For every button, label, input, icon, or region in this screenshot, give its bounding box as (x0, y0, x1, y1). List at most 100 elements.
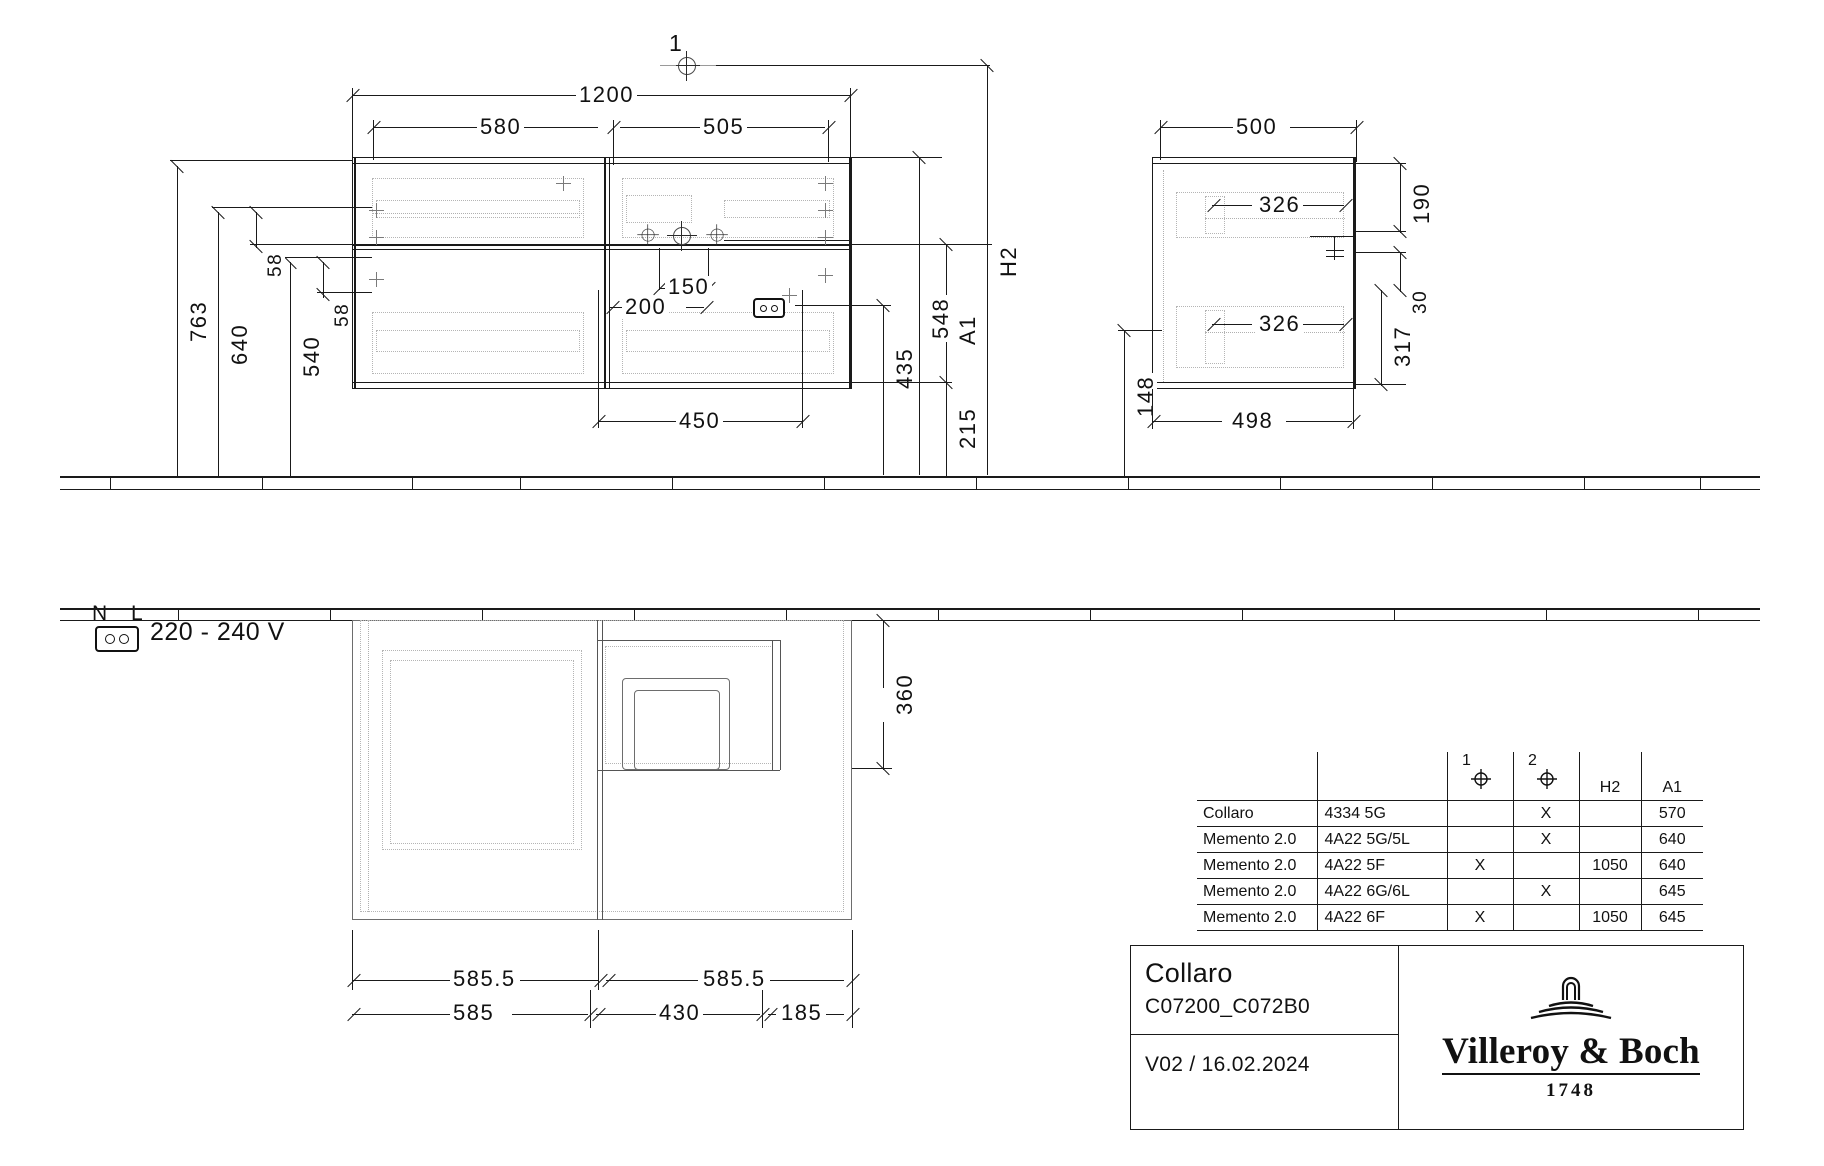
ext-line (613, 120, 614, 165)
ext-line (828, 120, 829, 162)
dim-58b-line (323, 262, 324, 298)
mark-plus (818, 176, 833, 191)
sink-bowl-inner (634, 690, 720, 770)
ext-line (352, 88, 353, 158)
dim-plan-right-585-5: 585.5 (700, 968, 769, 990)
basin-bottom-edge (597, 770, 780, 771)
cabinet-bottom-inner (352, 382, 852, 383)
hatch-tick (110, 476, 111, 489)
dim-430-line-a (596, 1014, 656, 1015)
mark-2-number: 2 (1528, 752, 1537, 769)
dim-30-line (1400, 252, 1401, 292)
mark-plus (818, 203, 833, 218)
villeroy-boch-fountain-icon (1511, 970, 1631, 1031)
callout-1-label: 1 (669, 30, 682, 56)
cell-h2 (1578, 826, 1641, 853)
cell-mark-1 (1446, 826, 1513, 853)
dim-360-line-t (883, 620, 884, 688)
hatch-tick (178, 608, 179, 620)
dim-depth-498: 498 (1229, 410, 1277, 432)
callout-1-target-icon (672, 51, 702, 81)
tap-hole-right-icon (706, 224, 728, 246)
ext-line (852, 930, 853, 990)
ext-line (598, 930, 599, 990)
cell-code: 4A22 6G/6L (1316, 878, 1447, 905)
dim-215-line (946, 382, 947, 476)
callout-arc (660, 65, 676, 66)
dim-overall-width: 1200 (576, 84, 637, 106)
mark-plus (369, 203, 384, 218)
dim-585-line-b (512, 1014, 588, 1015)
dim-58a-line (256, 212, 257, 248)
dim-5855-r-line-b (770, 980, 844, 981)
ext-line (852, 157, 942, 158)
plan-inner-dash (368, 620, 369, 912)
dim-left-segment: 580 (477, 116, 525, 138)
col-code (1316, 752, 1447, 801)
mark-plus (556, 176, 571, 191)
side-drawer-bottom (1176, 306, 1344, 368)
dim-585-line-a (352, 1014, 450, 1015)
cell-mark-1 (1446, 878, 1513, 905)
hatch-tick (1280, 476, 1281, 489)
dim-498-line-l (1152, 421, 1222, 422)
ext-line (708, 248, 709, 290)
dim-height-640: 640 (227, 320, 252, 368)
mark-2-symbol: 2 (1526, 752, 1566, 792)
drawer-ul-inner (372, 178, 584, 238)
side-bottom-inner (1152, 382, 1356, 383)
hatch-tick (412, 476, 413, 489)
tap-centerline (724, 240, 850, 241)
tap-stem (1334, 236, 1335, 260)
side-top-inner (1152, 163, 1356, 164)
dim-height-763: 763 (186, 297, 211, 345)
dim-height-190: 190 (1409, 179, 1434, 227)
ext-line (852, 768, 892, 769)
col-mark-2: 2 (1512, 752, 1579, 801)
ext-line (284, 257, 372, 258)
dim-498-line-r (1286, 421, 1352, 422)
cabinet-body-outline (352, 157, 852, 389)
mark-plus (818, 230, 833, 245)
cell-series: Memento 2.0 (1197, 852, 1317, 879)
ext-line (352, 930, 353, 990)
dim-326-bot-line-2 (1300, 324, 1344, 325)
dim-plan-left-585-5: 585.5 (450, 968, 519, 990)
ext-line (170, 160, 352, 161)
floor-line (60, 476, 1760, 478)
ext-line (762, 990, 763, 1028)
ext-line (212, 207, 372, 208)
dim-5855-r-line-a (606, 980, 698, 981)
cabinet-left-edge (354, 157, 356, 389)
dim-height-215: 215 (955, 404, 980, 452)
cell-a1: 645 (1640, 904, 1703, 931)
plan-drawer-left (382, 650, 582, 850)
cell-code: 4A22 5F (1316, 852, 1447, 879)
dim-500-line-l (1160, 127, 1240, 128)
ext-line (852, 990, 853, 1028)
ext-line (795, 305, 891, 306)
cell-mark-1 (1446, 800, 1513, 827)
dim-148-line (1124, 330, 1125, 476)
dim-540-line (290, 262, 291, 476)
dim-offset-58-a: 58 (265, 249, 286, 280)
dim-offset-58-b: 58 (332, 299, 353, 330)
socket-icon (753, 298, 785, 318)
drawer-lr-handle (626, 330, 830, 352)
dim-a1: A1 (955, 312, 980, 348)
dim-drawer-bottom-326: 326 (1256, 313, 1304, 335)
dim-height-548: 548 (928, 294, 953, 342)
title-block-product-area: Collaro C07200_C072B0 (1131, 946, 1398, 1034)
drawer-ur-inner (622, 178, 834, 238)
ext-line (850, 88, 851, 158)
dim-plan-585: 585 (450, 1002, 498, 1024)
cell-series: Memento 2.0 (1197, 878, 1317, 905)
hatch-tick (1698, 608, 1699, 620)
table-header-row: 1 2 (1197, 752, 1703, 801)
dim-640-line (218, 212, 219, 476)
cell-a1: 645 (1640, 878, 1703, 905)
